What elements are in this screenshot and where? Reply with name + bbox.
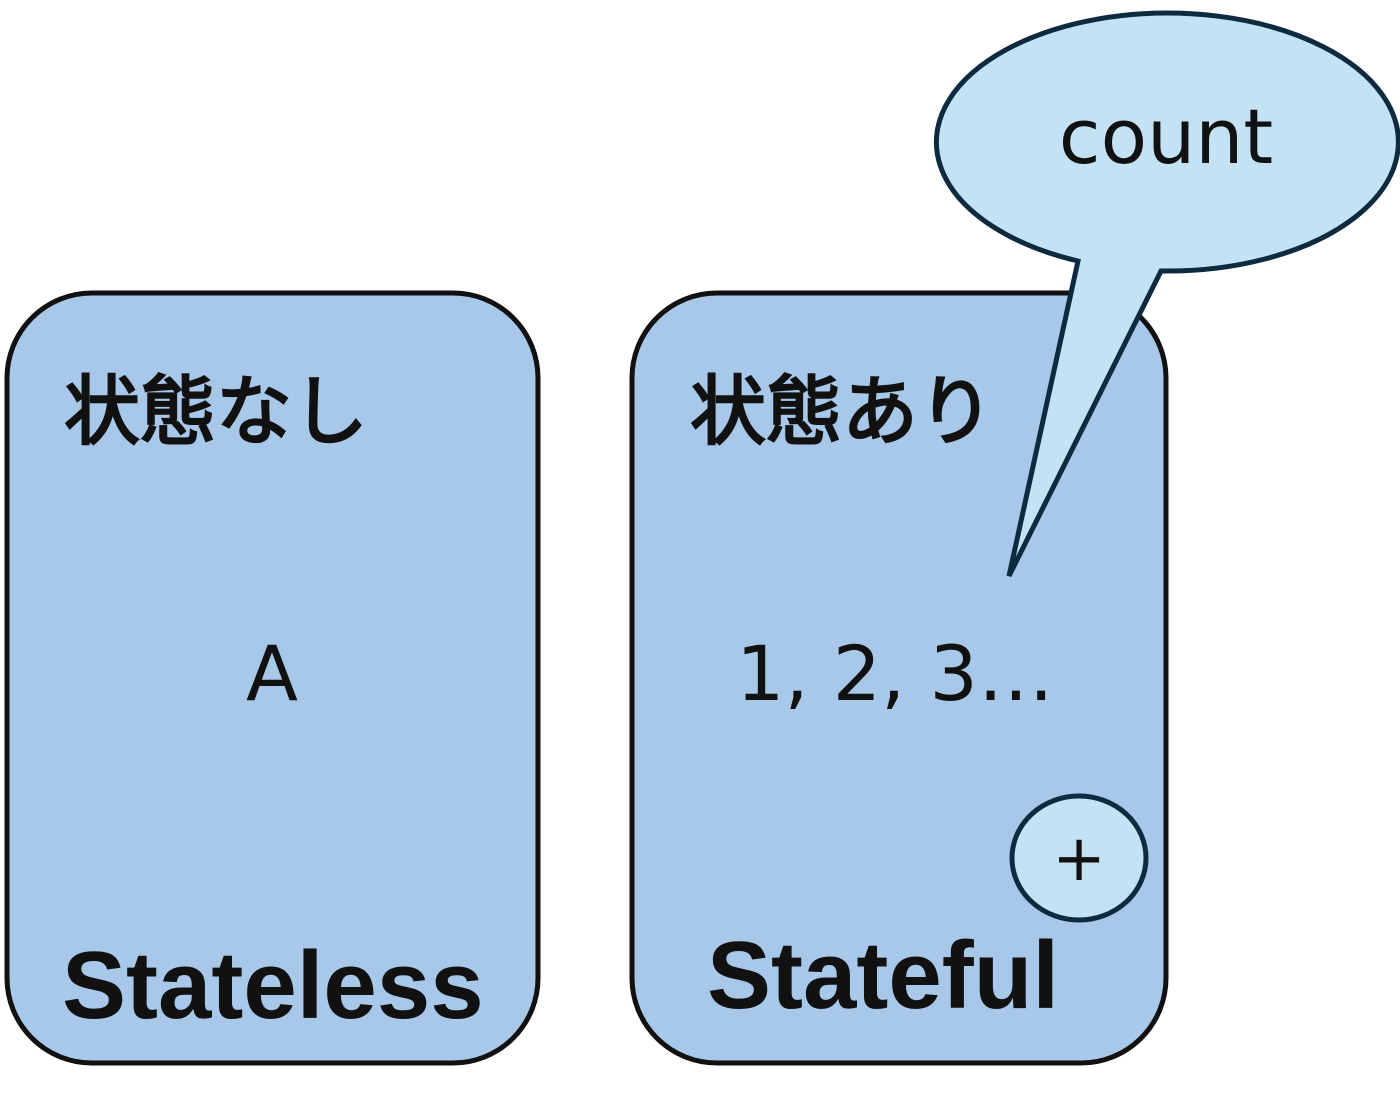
plus-icon[interactable]: + <box>1052 822 1106 896</box>
speech-bubble-shape <box>933 10 1400 578</box>
speech-bubble-label: count <box>1059 92 1273 181</box>
stateful-card-title: 状態あり <box>690 367 994 456</box>
count-speech-bubble: count <box>933 10 1400 578</box>
stateless-card-title: 状態なし <box>64 367 368 456</box>
increment-button-circle[interactable] <box>1009 793 1149 923</box>
stateless-card-value: A <box>246 629 298 718</box>
stateless-card: 状態なし A Stateless <box>4 290 541 1066</box>
stateless-card-footer: Stateless <box>62 932 484 1039</box>
stateful-card-value: 1, 2, 3… <box>736 629 1054 718</box>
increment-button[interactable]: + <box>1009 793 1149 923</box>
stateful-card-footer: Stateful <box>707 922 1059 1029</box>
stateless-card-box <box>4 290 541 1066</box>
